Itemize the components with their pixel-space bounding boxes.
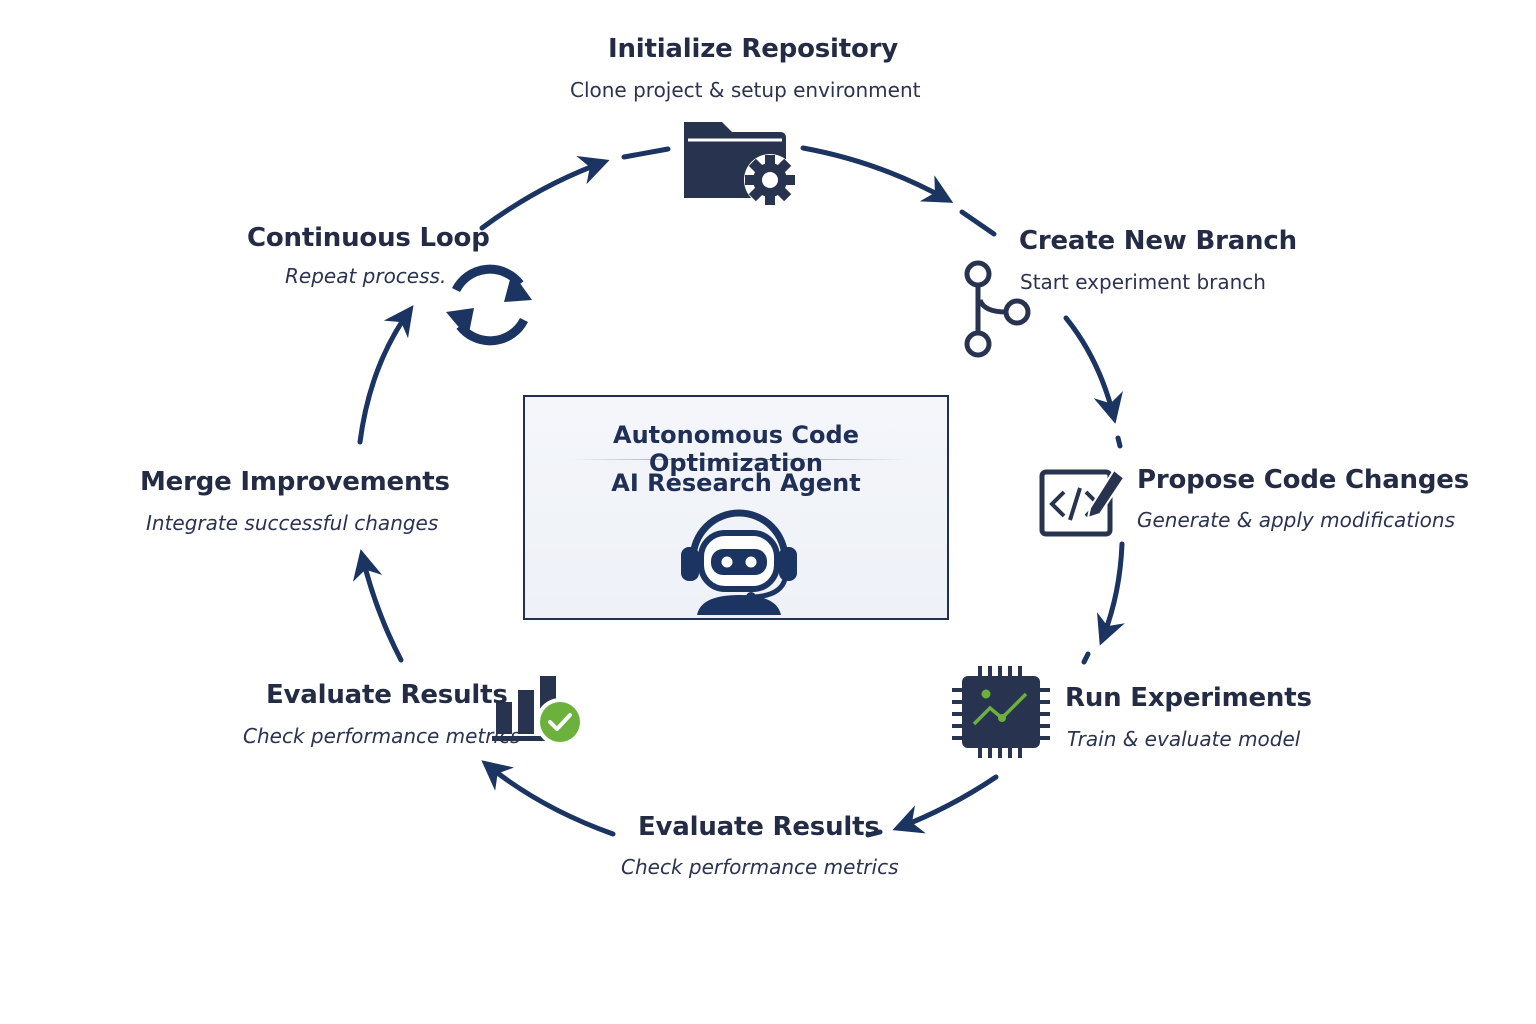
- arrow-propose-dash: [1115, 435, 1123, 449]
- folder-gear-icon: [684, 122, 796, 206]
- center-title: Autonomous Code Optimization: [613, 421, 859, 477]
- chip-chart-icon: [952, 666, 1050, 758]
- bar-chart-check-icon: [492, 676, 584, 746]
- arrow-eval2-to-merge: [352, 549, 404, 663]
- git-branch-icon: [964, 260, 1031, 358]
- step-merge-title: Merge Improvements: [140, 467, 450, 497]
- step-evaluate-left-title: Evaluate Results: [266, 680, 508, 710]
- step-run-title: Run Experiments: [1065, 683, 1312, 713]
- arrow-merge-to-loop: [357, 305, 414, 445]
- step-merge-subtitle: Integrate successful changes: [146, 511, 439, 535]
- step-loop-title: Continuous Loop: [247, 223, 490, 253]
- refresh-icon: [446, 264, 532, 346]
- step-evaluate-bottom-title: Evaluate Results: [638, 812, 880, 842]
- step-propose-subtitle: Generate & apply modifications: [1137, 508, 1455, 532]
- step-evaluate-bottom-subtitle: Check performance metrics: [621, 855, 899, 879]
- arrow-init-dash: [621, 146, 671, 160]
- step-propose-title: Propose Code Changes: [1137, 465, 1469, 495]
- robot-headset-icon: [681, 509, 797, 615]
- center-divider: [570, 459, 906, 460]
- arrow-branch-dash: [959, 209, 997, 237]
- center-panel: Autonomous Code Optimization AI Research…: [523, 395, 949, 620]
- arrow-eval-dash: [865, 829, 883, 838]
- step-branch-title: Create New Branch: [1019, 226, 1297, 256]
- step-initialize-title: Initialize Repository: [608, 34, 899, 64]
- arrow-propose-to-run: [1096, 541, 1125, 646]
- step-evaluate-left-subtitle: Check performance metrics: [243, 724, 521, 748]
- center-subtitle: AI Research Agent: [611, 469, 861, 497]
- step-run-subtitle: Train & evaluate model: [1067, 727, 1301, 751]
- arrow-init-to-branch: [800, 145, 954, 203]
- arrow-run-to-eval: [892, 774, 999, 834]
- arrow-eval-to-eval2: [481, 760, 616, 837]
- arrow-run-dash: [1081, 651, 1091, 665]
- cycle-arrows: [352, 145, 1125, 838]
- step-branch-subtitle: Start experiment branch: [1020, 270, 1266, 294]
- arrow-branch-to-propose: [1063, 315, 1123, 424]
- code-edit-icon: [1039, 468, 1126, 537]
- arrow-loop-to-init: [479, 156, 610, 231]
- step-initialize-subtitle: Clone project & setup environment: [570, 78, 921, 102]
- step-loop-subtitle: Repeat process.: [285, 264, 447, 288]
